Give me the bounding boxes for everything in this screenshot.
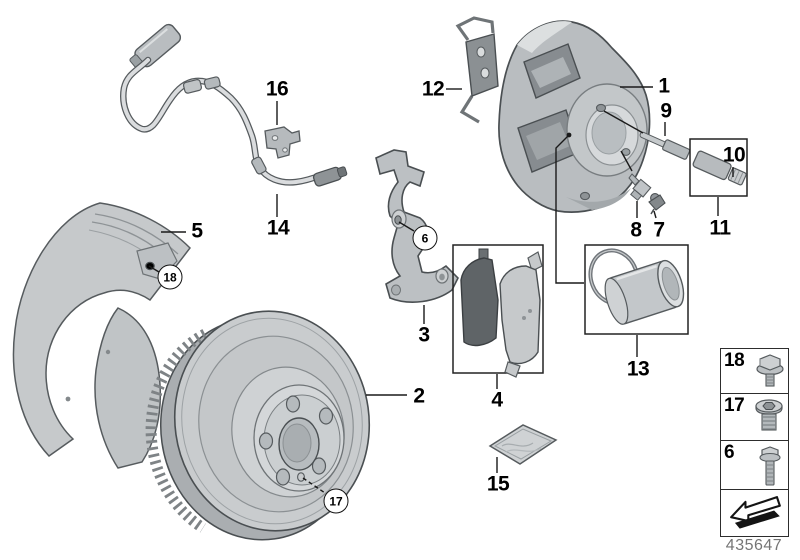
callout-11[interactable]: 11 (709, 216, 731, 240)
sensor-bracket (264, 126, 301, 159)
callout-10[interactable]: 10 (722, 143, 746, 167)
direction-arrow-icon (726, 490, 784, 537)
diagram-number: 435647 (725, 537, 783, 554)
callout-3[interactable]: 3 (418, 323, 430, 347)
legend-item-6[interactable]: 6 (721, 440, 788, 489)
callout-5[interactable]: 5 (191, 219, 203, 243)
legend-label-6: 6 (724, 442, 735, 463)
callout-17-circled[interactable]: 17 (323, 488, 349, 514)
legend-item-18[interactable]: 18 (721, 349, 788, 393)
legend-item-17[interactable]: 17 (721, 393, 788, 440)
countersunk-plug-icon (751, 396, 787, 443)
fastener-legend: 18 17 (720, 348, 789, 537)
brake-pad-wear-sensor (120, 23, 348, 187)
retaining-spring (455, 16, 499, 124)
callout-13[interactable]: 13 (626, 357, 650, 381)
legend-item-arrow (721, 489, 788, 536)
cap-clip (648, 193, 666, 215)
callout-7[interactable]: 7 (653, 218, 665, 242)
bushing-cap (727, 167, 747, 186)
callout-18-circled[interactable]: 18 (157, 264, 183, 290)
guide-pin (639, 131, 691, 160)
callout-12[interactable]: 12 (421, 77, 445, 101)
callout-1[interactable]: 1 (658, 74, 670, 98)
callout-4[interactable]: 4 (491, 388, 503, 412)
brake-disc (145, 310, 371, 541)
callout-2[interactable]: 2 (413, 384, 425, 408)
callout-15[interactable]: 15 (486, 472, 510, 496)
brake-caliper (498, 20, 651, 213)
flange-bolt-icon (751, 351, 787, 396)
callout-8[interactable]: 8 (630, 218, 642, 242)
legend-label-18: 18 (724, 350, 745, 371)
callout-6-circled[interactable]: 6 (412, 225, 438, 251)
callout-16[interactable]: 16 (265, 77, 289, 101)
grease-sachet (488, 424, 558, 465)
hex-bolt-icon (751, 443, 787, 494)
legend-label-17: 17 (724, 395, 745, 416)
leader-lines (148, 86, 734, 494)
callout-14[interactable]: 14 (266, 216, 290, 240)
bleeder-valve (628, 173, 652, 201)
brake-pads (452, 244, 544, 378)
piston-repair-kit (584, 244, 689, 335)
callout-9[interactable]: 9 (660, 99, 672, 123)
caliper-carrier (375, 149, 459, 303)
dust-shield (12, 202, 191, 469)
